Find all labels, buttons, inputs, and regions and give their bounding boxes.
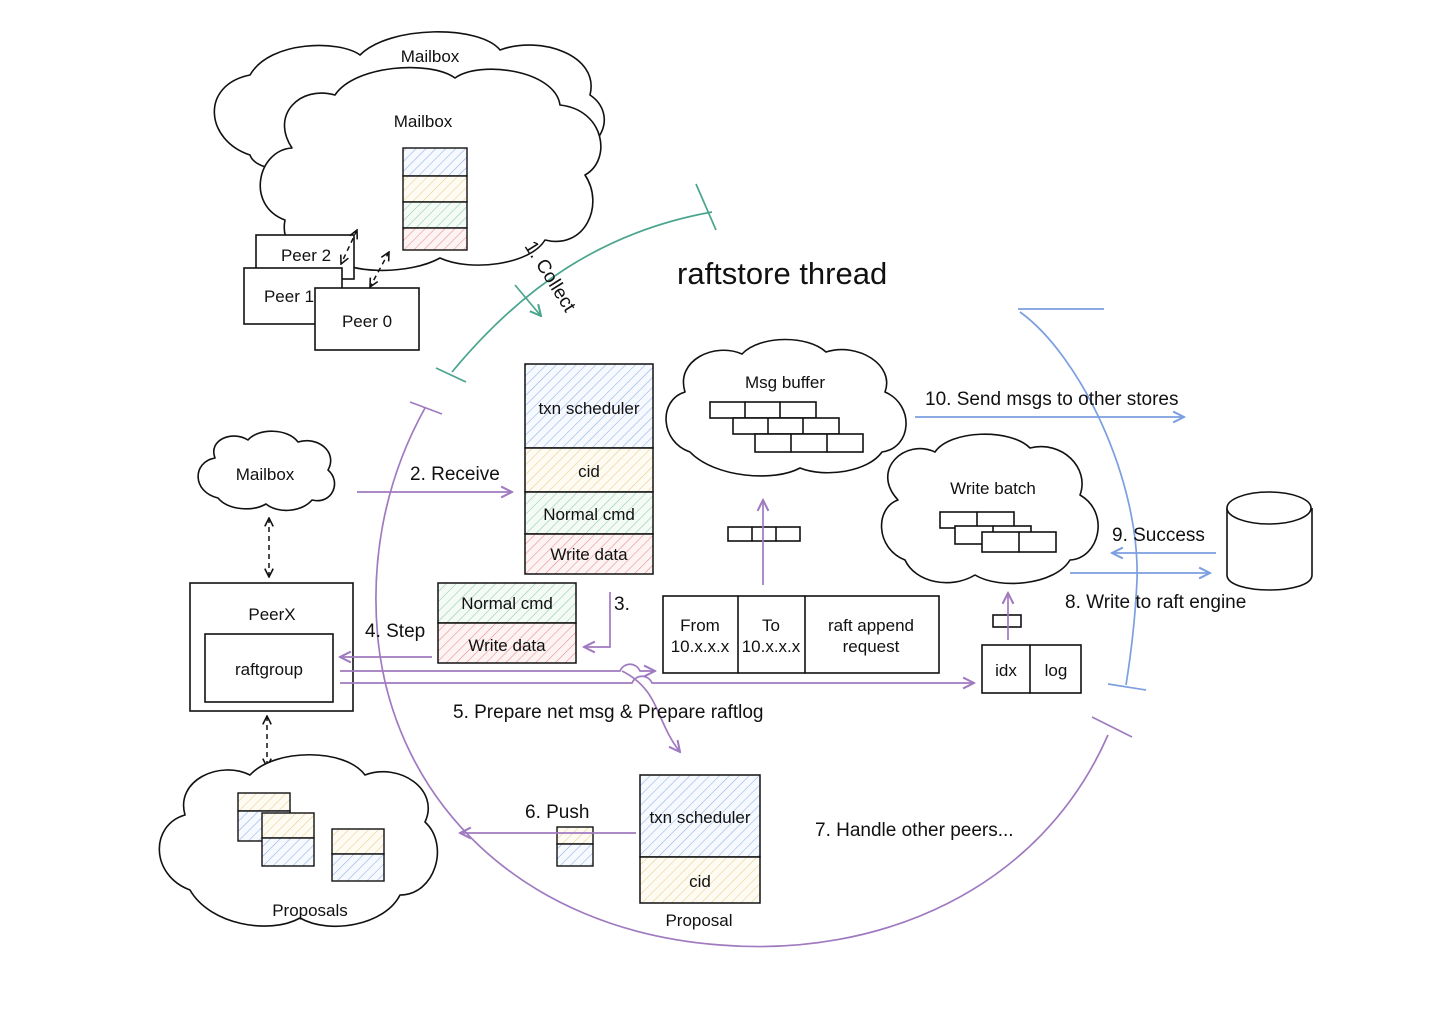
pushed-proposal <box>556 826 594 867</box>
collect-arrow <box>514 284 541 316</box>
svg-text:From: From <box>680 616 720 635</box>
collect-arc <box>451 211 713 373</box>
msg-buffer-bricks <box>709 401 864 453</box>
proposal-stack: txn scheduler cid <box>639 774 761 904</box>
svg-text:request: request <box>843 637 900 656</box>
step-5-prepare: 5. Prepare net msg & Prepare raftlog <box>453 702 764 723</box>
collect-arc-tick-start <box>435 367 467 383</box>
net-msg-item <box>727 526 801 542</box>
svg-text:Normal cmd: Normal cmd <box>461 594 553 613</box>
svg-text:Msg buffer: Msg buffer <box>745 373 825 392</box>
svg-text:Mailbox: Mailbox <box>236 465 295 484</box>
svg-text:10.x.x.x: 10.x.x.x <box>742 637 801 656</box>
svg-text:To: To <box>762 616 780 635</box>
svg-text:PeerX: PeerX <box>248 605 295 624</box>
step-4-step: 4. Step <box>365 621 425 642</box>
svg-text:Mailbox: Mailbox <box>401 47 460 66</box>
step-1-collect: 1. Collect <box>520 238 580 317</box>
peer-0-box: Peer 0 <box>314 287 420 351</box>
svg-text:Peer 2: Peer 2 <box>281 246 331 265</box>
raftstore-loop-circle <box>375 407 1109 948</box>
mailbox-cloud-small: Mailbox <box>197 430 336 512</box>
diagram-title: raftstore thread <box>677 256 887 291</box>
loop-end-tick-left <box>409 401 443 415</box>
svg-text:idx: idx <box>995 661 1017 680</box>
svg-text:Write data: Write data <box>468 636 546 655</box>
prepare-proposal-arrow <box>621 670 680 752</box>
raftgroup-box <box>204 633 334 703</box>
proposal-caption: Proposal <box>665 911 732 930</box>
svg-text:Proposals: Proposals <box>272 901 348 920</box>
send-arc-tick-bottom <box>1107 683 1147 691</box>
step-3-label: 3. <box>614 594 630 615</box>
collect-arc-tick-end <box>695 183 717 231</box>
step-8-write: 8. Write to raft engine <box>1065 592 1246 613</box>
peer-1-box: Peer 1 <box>243 267 343 325</box>
svg-text:txn scheduler: txn scheduler <box>649 808 750 827</box>
svg-text:Write batch: Write batch <box>950 479 1036 498</box>
step-cmd-stack: Normal cmd Write data <box>437 582 577 664</box>
svg-text:Peer 0: Peer 0 <box>342 312 392 331</box>
raftlog-item <box>992 614 1022 628</box>
write-batch-bricks <box>939 511 1057 553</box>
step-2-receive: 2. Receive <box>410 464 500 485</box>
raft-engine-cylinder <box>1226 491 1313 591</box>
step-9-success: 9. Success <box>1112 525 1205 546</box>
loop-end-tick-right <box>1091 716 1133 738</box>
svg-text:Write data: Write data <box>550 545 628 564</box>
svg-text:txn scheduler: txn scheduler <box>538 399 639 418</box>
peer2-mailbox-link <box>341 230 357 264</box>
svg-text:cid: cid <box>689 872 711 891</box>
prepare-net-msg-arrow <box>340 663 655 671</box>
peerx-box: PeerX raftgroup <box>189 582 354 712</box>
received-msg-stack: txn scheduler cid Normal cmd Write data <box>524 363 654 575</box>
svg-text:raftgroup: raftgroup <box>235 660 303 679</box>
step-10-send: 10. Send msgs to other stores <box>925 389 1178 410</box>
svg-text:Peer 1: Peer 1 <box>264 287 314 306</box>
peer0-mailbox-link <box>370 252 389 287</box>
proposals-items <box>237 792 385 882</box>
svg-text:Mailbox: Mailbox <box>394 112 453 131</box>
svg-text:cid: cid <box>578 462 600 481</box>
svg-text:raft append: raft append <box>828 616 914 635</box>
raft-append-request-msg: From 10.x.x.x To 10.x.x.x raft append re… <box>662 595 940 674</box>
prepare-raftlog-arrow <box>340 675 974 683</box>
svg-text:10.x.x.x: 10.x.x.x <box>671 637 730 656</box>
mailbox-queue-stack <box>402 147 468 251</box>
step-6-push: 6. Push <box>525 802 589 823</box>
write-batch-cloud: Write batch <box>880 433 1099 585</box>
svg-text:log: log <box>1045 661 1068 680</box>
raftlog-box: idx log <box>981 644 1082 694</box>
send-arc <box>1019 311 1138 686</box>
svg-text:Normal cmd: Normal cmd <box>543 505 635 524</box>
step-7-handle-others: 7. Handle other peers... <box>815 820 1014 841</box>
step-3-connector <box>584 592 611 647</box>
